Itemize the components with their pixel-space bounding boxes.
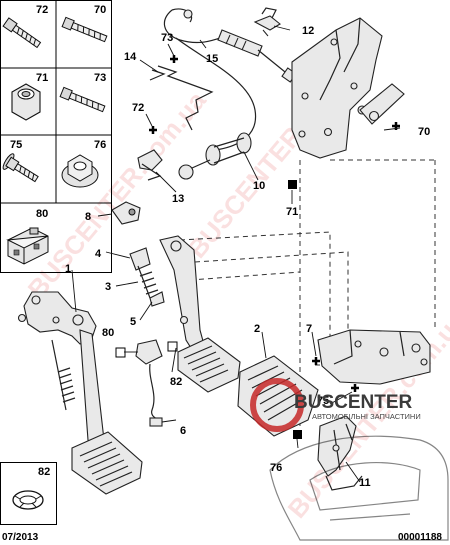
marker-plus-7 — [312, 357, 320, 365]
callout-6: 6 — [180, 425, 186, 437]
lower-bracket — [317, 329, 431, 385]
marker-plus-72 — [149, 126, 157, 134]
clutch-pedal-assembly — [17, 291, 143, 495]
callout-15: 15 — [206, 53, 218, 65]
cell-label: 76 — [94, 139, 106, 151]
callout-4: 4 — [95, 248, 102, 260]
cell-label: 82 — [38, 466, 50, 478]
marker-plus-75 — [351, 384, 359, 392]
callout-5: 5 — [130, 316, 136, 328]
grid-cell-70[interactable]: 70 — [61, 4, 108, 43]
parts-grid: 72 70 71 — [0, 0, 112, 525]
grid-cell-80[interactable]: 80 — [6, 208, 49, 265]
callout-76: 76 — [270, 462, 282, 474]
bolt-icon — [61, 16, 108, 43]
grid-cell-71[interactable]: 71 — [11, 72, 48, 121]
markers — [115, 55, 400, 439]
marker-open-80 — [115, 347, 126, 358]
callouts: 12 15 73 14 72 13 10 71 70 8 4 3 5 1 2 7… — [65, 25, 430, 489]
buscenter-logo: BUSCENTER АВТОМОБІЛЬНІ ЗАПЧАСТИНИ — [250, 378, 421, 432]
bolt-icon — [2, 17, 42, 49]
grid-cell-75[interactable]: 75 — [1, 139, 41, 187]
grid-cell-76[interactable]: 76 — [61, 139, 106, 188]
callout-2: 2 — [254, 323, 260, 335]
marker-square-71 — [288, 180, 297, 189]
callout-1: 1 — [65, 263, 71, 275]
flange-nut-icon — [61, 154, 99, 188]
footer-date: 07/2013 — [2, 532, 39, 543]
flange-bolt-icon — [2, 153, 39, 183]
cell-label: 72 — [36, 4, 48, 16]
grid-cell-73[interactable]: 73 — [59, 72, 106, 113]
callout-80: 80 — [102, 327, 114, 339]
callout-11: 11 — [359, 477, 371, 489]
callout-8: 8 — [85, 211, 91, 223]
callout-71: 71 — [286, 206, 298, 218]
callout-3: 3 — [105, 281, 111, 293]
leader-lines — [71, 25, 401, 483]
bolt-icon — [59, 86, 106, 113]
logo-tagline: АВТОМОБІЛЬНІ ЗАПЧАСТИНИ — [312, 412, 421, 421]
callout-73: 73 — [161, 32, 173, 44]
cell-label: 75 — [10, 139, 22, 151]
footer-code: 00001188 — [398, 532, 442, 543]
callout-13: 13 — [172, 193, 184, 205]
cell-label: 71 — [36, 72, 48, 84]
callout-10: 10 — [253, 180, 265, 192]
callout-70: 70 — [418, 126, 430, 138]
pedal-bracket — [291, 17, 405, 159]
callout-82: 82 — [170, 376, 182, 388]
callout-14: 14 — [124, 51, 137, 63]
clip-ring-icon — [12, 490, 44, 510]
connector-icon — [6, 227, 49, 265]
cell-label: 73 — [94, 72, 106, 84]
logo-name: BUSCENTER — [294, 392, 413, 413]
car-inset — [269, 435, 449, 541]
callout-75: 75 — [317, 395, 329, 407]
grid-cell-82[interactable]: 82 — [0, 462, 57, 525]
marker-open-82 — [167, 341, 178, 352]
cell-label: 80 — [36, 208, 48, 220]
grid-cell-72[interactable]: 72 — [2, 4, 48, 49]
marker-plus-73 — [170, 55, 178, 63]
cell-label: 70 — [94, 4, 106, 16]
callout-7: 7 — [306, 323, 312, 335]
footer: 07/2013 00001188 — [2, 532, 442, 543]
nut-icon — [11, 83, 41, 121]
callout-72: 72 — [132, 102, 144, 114]
marker-square-76 — [293, 430, 302, 439]
callout-12: 12 — [302, 25, 314, 37]
